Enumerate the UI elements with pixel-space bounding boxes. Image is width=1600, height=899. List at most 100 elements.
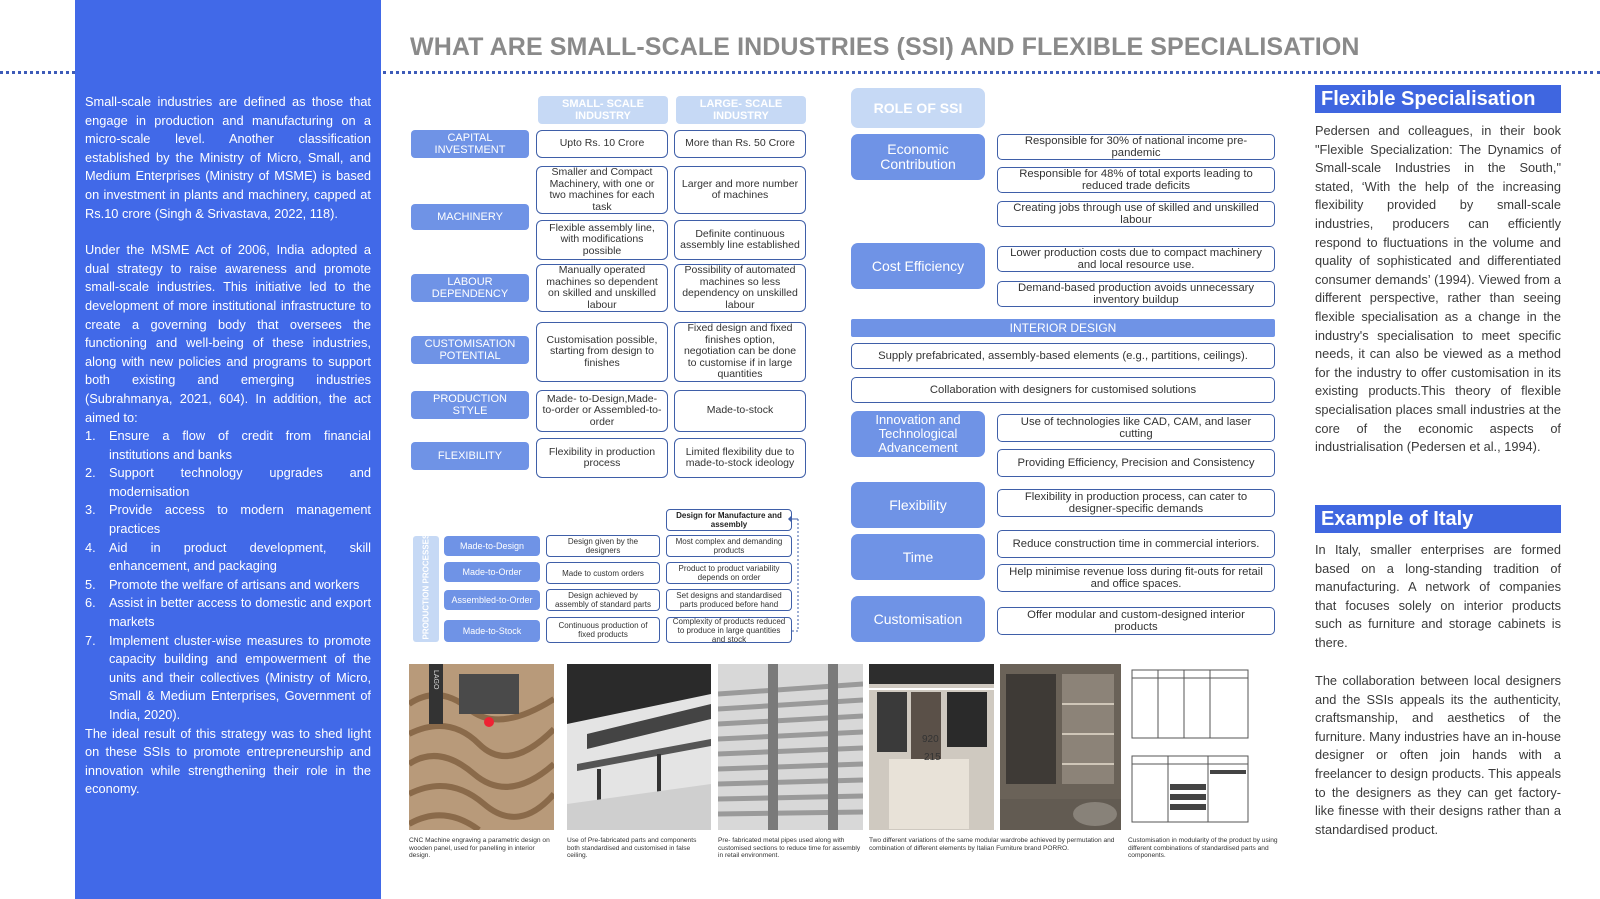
- process-made-to-order: Made-to-Order: [444, 562, 540, 582]
- page-title: WHAT ARE SMALL-SCALE INDUSTRIES (SSI) AN…: [410, 33, 1360, 61]
- interior-item-1: Supply prefabricated, assembly-based ele…: [851, 343, 1275, 369]
- customisation-item-1: Offer modular and custom-designed interi…: [997, 607, 1275, 635]
- aim-text: Promote the welfare of artisans and work…: [109, 576, 360, 592]
- aim-text: Support technology upgrades and modernis…: [109, 465, 371, 499]
- aim-number: 7.: [85, 632, 96, 648]
- row-label-flexibility: FLEXIBILITY: [411, 442, 529, 470]
- photo-metal-pipes: [718, 664, 863, 830]
- interior-header: INTERIOR DESIGN: [851, 319, 1275, 337]
- cell-large-production: Made-to-stock: [674, 390, 806, 432]
- aim-number: 4.: [85, 539, 96, 555]
- row-label-labour: LABOUR DEPENDENCY: [411, 274, 529, 302]
- aim-item: 5. Promote the welfare of artisans and wo…: [85, 576, 371, 595]
- intro-paragraph: Small-scale industries are defined as th…: [85, 94, 371, 221]
- interior-item-2: Collaboration with designers for customi…: [851, 377, 1275, 403]
- flex-specialisation-text: Pedersen and colleagues, in their book "…: [1315, 123, 1561, 455]
- role-innovation: Innovation and Technological Advancement: [851, 411, 985, 457]
- italy-text-1: In Italy, smaller enterprises are formed…: [1315, 542, 1561, 650]
- photo-cnc-panel: LAGO: [409, 664, 554, 830]
- process-made-to-design: Made-to-Design: [444, 536, 540, 556]
- wardrobe-number-2: 215: [924, 752, 941, 763]
- flexibility-item-1: Flexibility in production process, can c…: [997, 489, 1275, 517]
- cell-small-customisation: Customisation possible, starting from de…: [536, 322, 668, 382]
- left-panel: Small-scale industries are defined as th…: [75, 0, 381, 899]
- role-customisation: Customisation: [851, 596, 985, 642]
- innovation-item-2: Providing Efficiency, Precision and Cons…: [997, 449, 1275, 477]
- col-header-large: LARGE- SCALE INDUSTRY: [676, 96, 806, 124]
- economic-item-1: Responsible for 30% of national income p…: [997, 134, 1275, 160]
- cell-small-assembly: Flexible assembly line, with modificatio…: [536, 220, 668, 260]
- cell-large-assembly: Definite continuous assembly line establ…: [674, 220, 806, 260]
- process-assembled-to-order: Assembled-to-Order: [444, 590, 540, 610]
- process-note-stock: Complexity of products reduced to produc…: [666, 617, 792, 644]
- innovation-item-1: Use of technologies like CAD, CAM, and l…: [997, 414, 1275, 442]
- process-desc-order: Made to custom orders: [546, 562, 660, 584]
- cnc-panel-image: [409, 664, 554, 830]
- role-cost: Cost Efficiency: [851, 243, 985, 289]
- aim-text: Implement cluster-wise measures to promo…: [109, 632, 371, 722]
- italy-text-2: The collaboration between local designer…: [1315, 673, 1561, 837]
- cell-large-machinery: Larger and more number of machines: [674, 166, 806, 214]
- economic-item-2: Responsible for 48% of total exports lea…: [997, 167, 1275, 193]
- row-label-customisation: CUSTOMISATION POTENTIAL: [411, 336, 529, 364]
- cost-item-2: Demand-based production avoids unnecessa…: [997, 281, 1275, 307]
- dfma-label: Design for Manufacture and assembly: [666, 509, 792, 531]
- cell-small-flexibility: Flexibility in production process: [536, 438, 668, 478]
- wardrobe-a-image: [869, 664, 994, 830]
- process-made-to-stock: Made-to-Stock: [444, 620, 540, 642]
- cell-small-capital: Upto Rs. 10 Crore: [536, 130, 668, 158]
- aim-item: 1. Ensure a flow of credit from financial…: [85, 427, 371, 464]
- photo-prefab-ceiling: [567, 664, 711, 830]
- time-item-1: Reduce construction time in commercial i…: [997, 530, 1275, 558]
- aim-number: 5.: [85, 576, 96, 592]
- role-time: Time: [851, 534, 985, 580]
- time-item-2: Help minimise revenue loss during fit-ou…: [997, 564, 1275, 592]
- row-label-production: PRODUCTION STYLE: [411, 391, 529, 419]
- aim-number: 2.: [85, 465, 96, 481]
- aim-item: 7. Implement cluster-wise measures to pro…: [85, 632, 371, 725]
- cell-small-labour: Manually operated machines so dependent …: [536, 264, 668, 312]
- photo-wardrobe-b: [1000, 664, 1121, 830]
- row-label-machinery: MACHINERY: [411, 204, 529, 230]
- caption-cnc-panel: CNC Machine engraving a parametric desig…: [409, 837, 550, 860]
- process-desc-stock: Continuous production of fixed products: [546, 617, 660, 643]
- process-desc-assembled: Design achieved by assembly of standard …: [546, 589, 660, 611]
- italy-heading: Example of Italy: [1315, 505, 1561, 533]
- cell-large-customisation: Fixed design and fixed finishes option, …: [674, 322, 806, 382]
- col-header-small: SMALL- SCALE INDUSTRY: [538, 96, 668, 124]
- process-note-order: Product to product variability depends o…: [666, 562, 792, 584]
- aim-item: 4. Aid in product development, skill enha…: [85, 539, 371, 576]
- caption-prefab-ceiling: Use of Pre-fabricated parts and componen…: [567, 837, 697, 860]
- processes-side-bar: PRODUCTION PROCESSES: [413, 533, 439, 642]
- aim-text: Provide access to modern management prac…: [109, 502, 371, 537]
- role-header: ROLE OF SSI: [851, 88, 985, 128]
- process-desc-design: Design given by the designers: [546, 535, 660, 557]
- aim-number: 1.: [85, 428, 96, 444]
- closing-paragraph: The ideal result of this strategy was to…: [85, 725, 371, 797]
- aim-text: Aid in product development, skill enhanc…: [109, 539, 371, 574]
- aim-item: 6. Assist in better access to domestic an…: [85, 594, 371, 631]
- caption-metal-pipes: Pre- fabricated metal pipes used along w…: [718, 837, 861, 860]
- flex-specialisation-heading: Flexible Specialisation: [1315, 85, 1561, 113]
- aim-number: 6.: [85, 595, 96, 611]
- processes-side-label: PRODUCTION PROCESSES: [421, 533, 431, 639]
- cell-small-machinery: Smaller and Compact Machinery, with one …: [536, 166, 668, 214]
- metal-pipes-image: [718, 664, 863, 830]
- aim-text: Ensure a flow of credit from financial i…: [109, 428, 371, 462]
- act-paragraph: Under the MSME Act of 2006, India adopte…: [85, 242, 371, 425]
- economic-item-3: Creating jobs through use of skilled and…: [997, 201, 1275, 227]
- aim-item: 2. Support technology upgrades and modern…: [85, 464, 371, 501]
- dotted-rule-left: [0, 71, 75, 74]
- dotted-rule-right: [383, 71, 1600, 74]
- cell-small-production: Made- to-Design,Made-to-order or Assembl…: [536, 390, 668, 432]
- cell-large-labour: Possibility of automated machines so les…: [674, 264, 806, 312]
- dfma-connector: [788, 516, 799, 632]
- caption-modular: Customisation in modularity of the produ…: [1128, 837, 1278, 860]
- aim-item: 3.Provide access to modern management pr…: [85, 501, 371, 538]
- cell-large-capital: More than Rs. 50 Crore: [674, 130, 806, 158]
- role-economic: Economic Contribution: [851, 134, 985, 180]
- aim-text: Assist in better access to domestic and …: [109, 595, 371, 630]
- lago-label: LAGO: [432, 670, 439, 690]
- process-note-design: Most complex and demanding products: [666, 535, 792, 557]
- process-note-assembled: Set designs and standardised parts produ…: [666, 589, 792, 611]
